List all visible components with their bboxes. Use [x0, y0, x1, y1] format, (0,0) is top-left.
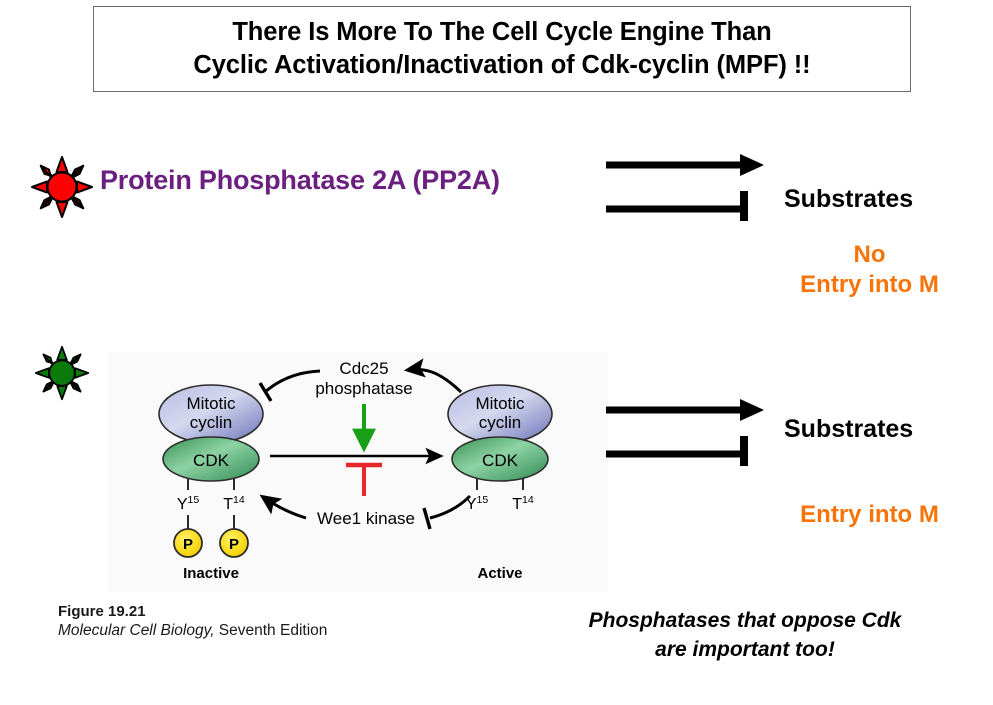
cdk-oval-active	[451, 436, 549, 482]
outcome-no-entry-line-2: Entry into M	[800, 271, 939, 298]
red-sun-icon	[31, 156, 93, 218]
outcome-entry-line-1: Entry into M	[800, 501, 939, 528]
figure-caption-book: Molecular Cell Biology,	[58, 622, 215, 639]
cdk-label-inactive: CDK	[193, 451, 230, 470]
substrates-label-inactive: Substrates	[784, 185, 914, 213]
wee1-label: Wee1 kinase	[317, 509, 415, 528]
phosphate-label-right: P	[229, 536, 239, 553]
arc-wee1-inhibition-bar	[422, 507, 432, 530]
arc-active-to-cdc25	[403, 358, 463, 394]
green-sun-icon	[34, 345, 90, 401]
cdk-label-active: CDK	[482, 451, 519, 470]
residue-label-y15-active: Y15	[466, 494, 489, 513]
active-cdk-cyclin-complex: Mitotic cyclin CDK Y15 T14 Active	[447, 384, 553, 582]
activation-arrow-head	[740, 154, 764, 176]
cyclin-label-line2-inactive: cyclin	[190, 413, 233, 432]
arrow-cluster-active	[606, 399, 764, 466]
residue-label-t14-active: T14	[512, 494, 534, 513]
takeaway-note: Phosphatases that oppose Cdk are importa…	[512, 606, 978, 664]
outcome-no-entry: No Entry into M	[762, 240, 977, 300]
cdc25-label-line2: phosphatase	[315, 379, 412, 398]
cdc25-label-line1: Cdc25	[339, 359, 388, 378]
figure-caption-number: Figure 19.21	[58, 603, 146, 620]
cdk-oval-inactive	[162, 436, 260, 482]
slide-title-box: There Is More To The Cell Cycle Engine T…	[93, 6, 911, 92]
cyclin-label-line1-inactive: Mitotic	[186, 394, 236, 413]
arrow-cluster-inactive	[606, 154, 764, 221]
figure-caption-edition: Seventh Edition	[214, 622, 328, 639]
slide-title-line-2: Cyclic Activation/Inactivation of Cdk-cy…	[193, 51, 811, 79]
cyclin-label-line2-active: cyclin	[479, 413, 522, 432]
takeaway-note-line-2: are important too!	[655, 638, 835, 661]
pp2a-heading: Protein Phosphatase 2A (PP2A)	[100, 165, 500, 195]
phosphate-circle-left	[173, 528, 203, 558]
figure-caption-source: Molecular Cell Biology, Seventh Edition	[58, 621, 327, 640]
state-label-inactive: Inactive	[183, 565, 239, 582]
slide-title-line-1: There Is More To The Cell Cycle Engine T…	[232, 18, 772, 46]
substrates-label-active: Substrates	[784, 415, 914, 443]
outcome-entry: Entry into M	[762, 500, 977, 530]
takeaway-note-line-1: Phosphatases that oppose Cdk	[588, 609, 902, 632]
arc-active-to-wee1	[429, 494, 472, 520]
activation-arrow-head-active	[740, 399, 764, 421]
phosphate-circle-right	[219, 528, 249, 558]
cdk-cyclin-cycle-diagram: Mitotic cyclin CDK Y15 T14 P P Inactive …	[108, 352, 608, 592]
textbook-figure-panel: Mitotic cyclin CDK Y15 T14 P P Inactive …	[108, 352, 608, 592]
outcome-no-entry-line-1: No	[853, 241, 886, 268]
inactive-cdk-cyclin-complex: Mitotic cyclin CDK Y15 T14 P P Inactive	[158, 384, 264, 582]
figure-caption: Figure 19.21 Molecular Cell Biology, Sev…	[58, 602, 327, 640]
state-label-active: Active	[477, 565, 522, 582]
phosphate-label-left: P	[183, 536, 193, 553]
residue-label-y15-inactive: Y15	[177, 494, 200, 513]
arc-cdc25-inhibition-bar	[258, 382, 273, 402]
arc-cdc25-to-inactive	[264, 369, 321, 394]
cyclin-label-line1-active: Mitotic	[475, 394, 525, 413]
arc-wee1-to-inactive	[259, 494, 307, 520]
residue-label-t14-inactive: T14	[223, 494, 245, 513]
